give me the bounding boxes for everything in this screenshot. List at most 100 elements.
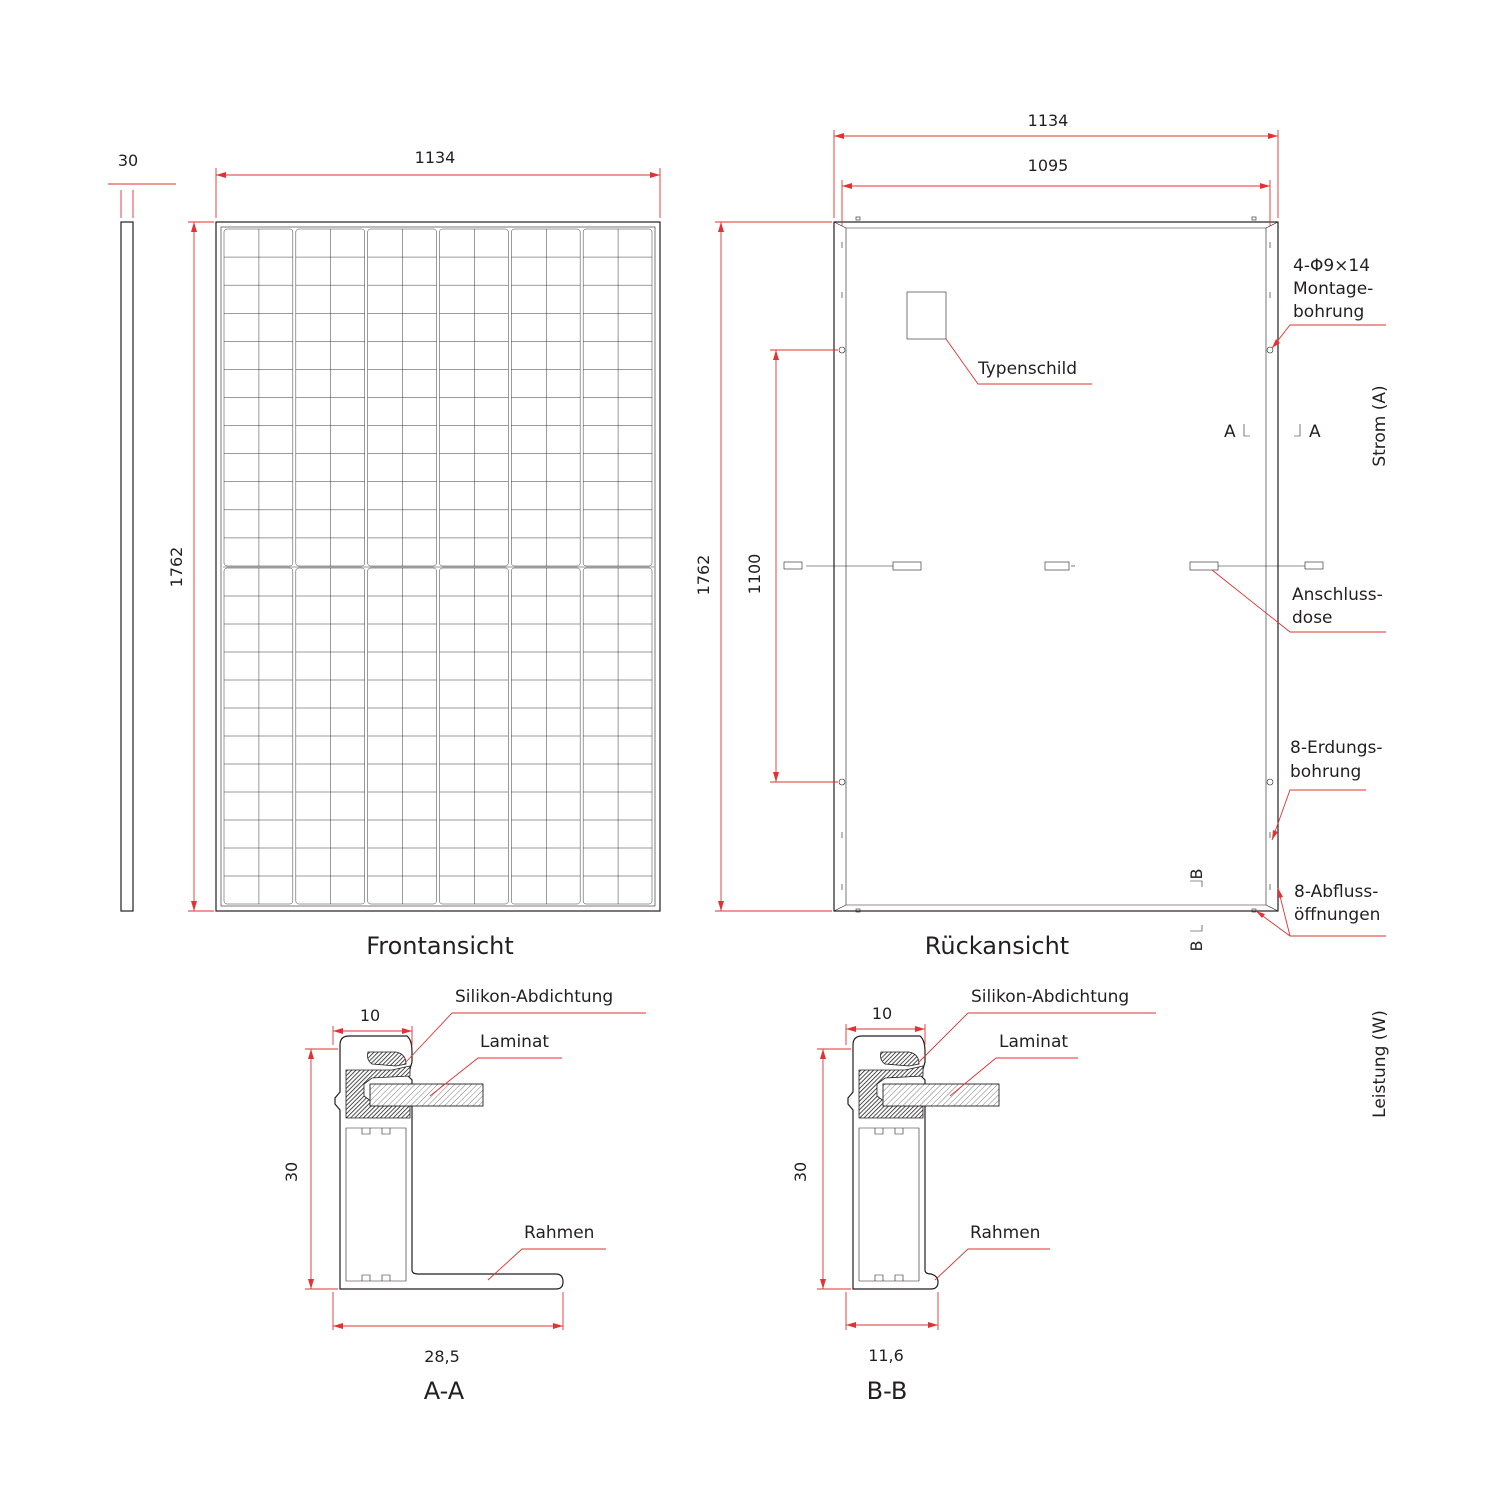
typenschild-label: Typenschild <box>977 359 1077 379</box>
bb-base-arrow-right <box>928 1322 938 1328</box>
section-bb: 10 30 11,6 Silikon-Abdichtung Laminat Ra… <box>791 987 1156 1405</box>
side-view: 30 <box>108 151 176 912</box>
frame-profile-aa <box>334 1035 564 1290</box>
front-height-label: 1762 <box>167 547 186 588</box>
front-cell-grid <box>223 228 654 905</box>
chamber-notch-top-aa <box>361 1128 391 1135</box>
aa-frame-leader <box>487 1248 606 1281</box>
bb-sealant-label: Silikon-Abdichtung <box>971 987 1129 1007</box>
sealant-lip-bb <box>880 1051 920 1067</box>
rear-corner-br <box>1265 904 1279 912</box>
drain-leader-arrow-2 <box>1278 888 1283 898</box>
rear-height-label: 1762 <box>694 555 713 596</box>
current-axis-label: Strom (A) <box>1370 385 1390 466</box>
aa-laminate-label: Laminat <box>480 1032 549 1052</box>
mounting-hole-right-bottom <box>1266 778 1274 786</box>
mounting-leader-arrow <box>1272 339 1280 348</box>
rear-inner-arrow-left <box>842 183 852 189</box>
type-plate <box>906 291 947 340</box>
rear-outer-arrow-left <box>834 133 844 139</box>
laminate-aa <box>369 1083 484 1107</box>
rear-frame-outer <box>833 221 1279 912</box>
rear-corner-tr <box>1265 221 1279 229</box>
aa-sealant-label: Silikon-Abdichtung <box>455 987 613 1007</box>
bb-base-arrow-left <box>846 1322 856 1328</box>
front-view-title: Frontansicht <box>366 932 514 960</box>
bb-laminate-label: Laminat <box>999 1032 1068 1052</box>
section-mark-a-left-label: A <box>1224 422 1236 442</box>
rear-outer-arrow-right <box>1268 133 1278 139</box>
section-mark-b-top-label: B <box>1187 869 1206 880</box>
drain-label-2: öffnungen <box>1294 905 1380 925</box>
junction-label-2: dose <box>1292 608 1333 628</box>
aa-height-label: 30 <box>282 1162 301 1182</box>
front-height-arrow-top <box>191 222 197 232</box>
aa-title: A-A <box>424 1377 465 1405</box>
rear-inner-width-label: 1095 <box>1028 156 1069 175</box>
grounding-holes <box>841 242 1271 890</box>
rear-corner-bl <box>833 904 847 912</box>
front-view: 1134 1762 Frontansicht <box>167 148 661 960</box>
bb-laminate-leader <box>949 1057 1078 1097</box>
hole-spacing-label: 1100 <box>745 554 764 595</box>
front-width-label: 1134 <box>415 148 456 167</box>
hole-spacing-arrow-bottom <box>773 772 779 782</box>
rear-frame-inner <box>845 227 1267 906</box>
front-width-arrow-right <box>650 172 660 178</box>
chamber-notch-bottom-bb <box>874 1274 904 1281</box>
front-frame-inner <box>220 226 656 907</box>
aa-top-arrow-left <box>333 1028 343 1034</box>
front-width-arrow-left <box>216 172 226 178</box>
junction-box-cables <box>783 561 1324 571</box>
bb-top-arrow-left <box>846 1026 856 1032</box>
side-thickness-label: 30 <box>118 151 138 170</box>
laminate-bb <box>882 1083 1000 1107</box>
side-profile <box>120 221 134 912</box>
section-mark-b-bottom <box>1190 925 1203 932</box>
aa-base-arrow-right <box>553 1323 563 1329</box>
chamber-notch-bottom-aa <box>361 1274 391 1281</box>
chamber-notch-top-bb <box>874 1128 904 1135</box>
typenschild-leader <box>945 338 1092 385</box>
frame-profile-bb <box>847 1035 939 1290</box>
junction-label-1: Anschluss- <box>1292 585 1383 605</box>
section-mark-b-top <box>1190 880 1203 887</box>
drain-hole <box>1251 908 1257 913</box>
section-mark-a-right <box>1294 424 1301 437</box>
mounting-leader <box>1271 324 1386 349</box>
bb-frame-label: Rahmen <box>970 1223 1040 1243</box>
aa-height-arrow-top <box>308 1049 314 1059</box>
grounding-label-2: bohrung <box>1290 762 1361 782</box>
rear-view: A A B B 1134 1095 1762 1100 Typen <box>694 111 1386 960</box>
mounting-hole-left-bottom <box>838 778 846 786</box>
aa-base-arrow-left <box>333 1323 343 1329</box>
rear-height-arrow-top <box>718 222 724 232</box>
drain-label-1: 8-Abfluss- <box>1294 882 1378 902</box>
aa-frame-label: Rahmen <box>524 1223 594 1243</box>
rear-outer-width-label: 1134 <box>1028 111 1069 130</box>
drain-hole <box>855 908 861 913</box>
bb-top-width-label: 10 <box>872 1004 892 1023</box>
rear-inner-arrow-right <box>1260 183 1270 189</box>
section-mark-a-left <box>1243 424 1250 437</box>
aa-top-arrow-right <box>402 1028 412 1034</box>
front-height-arrow-bottom <box>191 901 197 911</box>
aa-top-width-label: 10 <box>360 1006 380 1025</box>
grounding-leader <box>1271 789 1366 841</box>
drain-leader-arrow-1 <box>1256 911 1265 918</box>
power-axis-label: Leistung (W) <box>1370 1010 1390 1118</box>
mounting-label-1: 4-Φ9×14 <box>1293 256 1370 276</box>
rear-view-title: Rückansicht <box>925 932 1069 960</box>
bb-frame-leader <box>934 1248 1050 1281</box>
mounting-hole-left-top <box>838 346 846 354</box>
aa-base-width-label: 28,5 <box>424 1347 460 1366</box>
bb-height-arrow-top <box>820 1049 826 1059</box>
bb-height-label: 30 <box>791 1162 810 1182</box>
section-mark-a-right-label: A <box>1309 422 1321 442</box>
sealant-lip-aa <box>367 1051 407 1067</box>
bb-base-width-label: 11,6 <box>868 1346 904 1365</box>
mounting-label-3: bohrung <box>1293 302 1364 322</box>
junction-leader <box>1211 569 1386 633</box>
aa-sealant-leader <box>405 1012 646 1063</box>
